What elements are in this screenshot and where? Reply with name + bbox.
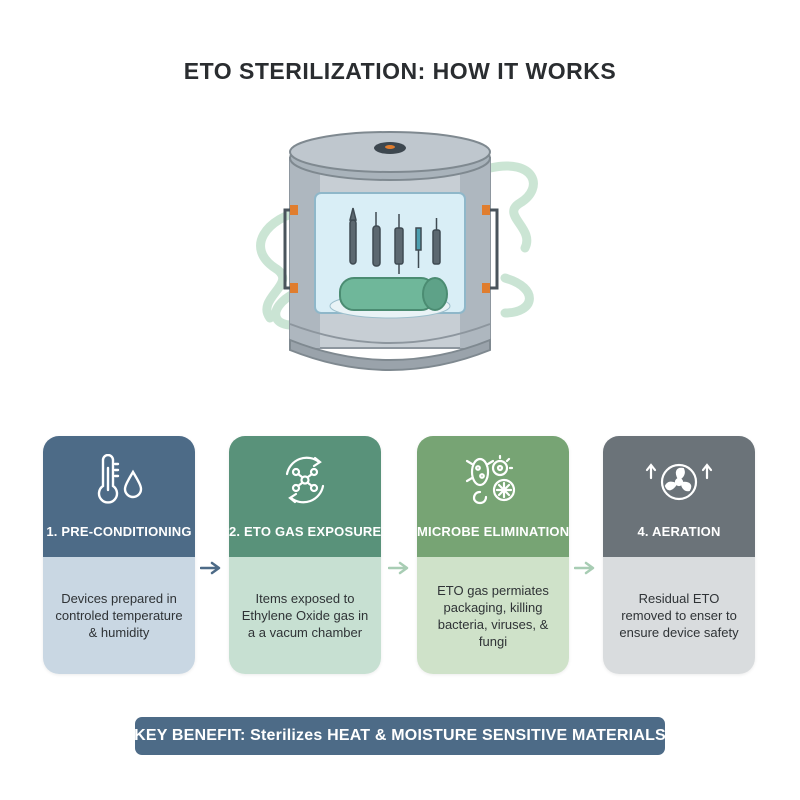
step-card-microbe-elimination: MICROBE ELIMINATION ETO gas permiates pa…: [417, 436, 569, 674]
step-card-gas-exposure: 2. ETO GAS EXPOSURE Items exposed to Eth…: [229, 436, 381, 674]
thermometer-droplet-icon: [97, 454, 143, 504]
step-label: MICROBE ELIMINATION: [417, 524, 569, 539]
step-header: 4. AERATION: [603, 436, 755, 557]
step-header: MICROBE ELIMINATION: [417, 436, 569, 557]
step-header: 2. ETO GAS EXPOSURE: [229, 436, 381, 557]
arrow-right-icon: [200, 561, 221, 575]
step-description: Residual ETO removed to enser to ensure …: [603, 557, 755, 674]
step-description: Items exposed to Ethylene Oxide gas in a…: [229, 557, 381, 674]
gas-molecule-cycle-icon: [285, 456, 325, 504]
step-card-aeration: 4. AERATION Residual ETO removed to ense…: [603, 436, 755, 674]
step-label: 1. PRE-CONDITIONING: [46, 524, 192, 539]
microbes-icon: [465, 454, 516, 505]
step-description: ETO gas permiates packaging, killing bac…: [417, 557, 569, 674]
fan-icon: [645, 463, 713, 501]
key-benefit-banner: KEY BENEFIT: Sterilizes HEAT & MOISTURE …: [134, 717, 666, 755]
arrow-right-icon: [574, 561, 595, 575]
sterilization-chamber-illustration: [256, 131, 538, 371]
medical-instruments-icon: [349, 207, 441, 274]
gas-cloud-right: [485, 161, 538, 318]
step-description: Devices prepared in controled temperatur…: [43, 557, 195, 674]
sterile-pack: [339, 277, 436, 311]
step-label: 4. AERATION: [637, 524, 721, 539]
page-title: ETO STERILIZATION: HOW IT WORKS: [183, 58, 617, 84]
arrow-right-icon: [388, 561, 409, 575]
step-label: 2. ETO GAS EXPOSURE: [229, 524, 381, 539]
process-steps: 1. PRE-CONDITIONING Devices prepared in …: [0, 436, 800, 676]
step-header: 1. PRE-CONDITIONING: [43, 436, 195, 557]
step-card-pre-conditioning: 1. PRE-CONDITIONING Devices prepared in …: [43, 436, 195, 674]
